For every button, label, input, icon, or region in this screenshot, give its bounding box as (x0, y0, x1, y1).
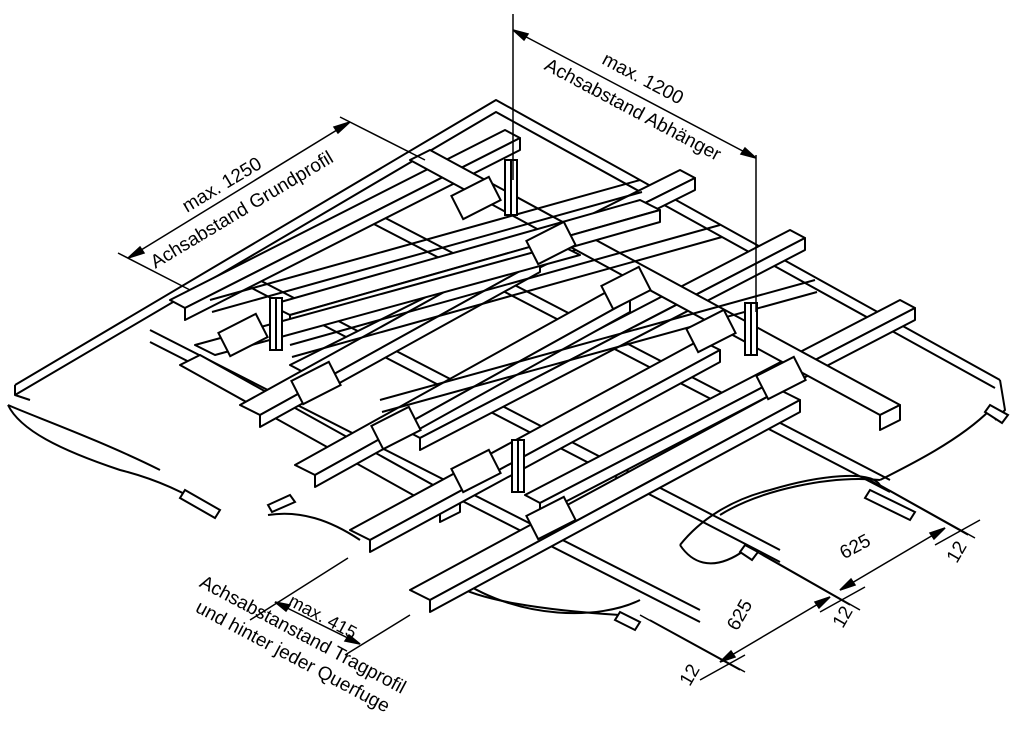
cross-connectors (217, 175, 807, 541)
hanger-2 (269, 297, 283, 351)
hanger-3 (744, 302, 758, 356)
profile-ends (178, 403, 1010, 632)
dimension-board-widths (639, 479, 981, 681)
joint-gap-1: 12 (676, 661, 705, 690)
board-width-2: 625 (836, 530, 874, 563)
dimension-hanger-spacing (512, 14, 757, 312)
hangers (269, 159, 758, 493)
joint-gap-3: 12 (943, 538, 972, 567)
board-cut-edge (7, 404, 991, 616)
board-width-1: 625 (723, 596, 757, 634)
hanger-1 (504, 159, 518, 216)
dimension-primary-spacing (117, 116, 426, 291)
hanger-4 (511, 439, 525, 493)
dimension-bearer-spacing (249, 557, 411, 656)
joint-gap-2: 12 (829, 603, 858, 632)
